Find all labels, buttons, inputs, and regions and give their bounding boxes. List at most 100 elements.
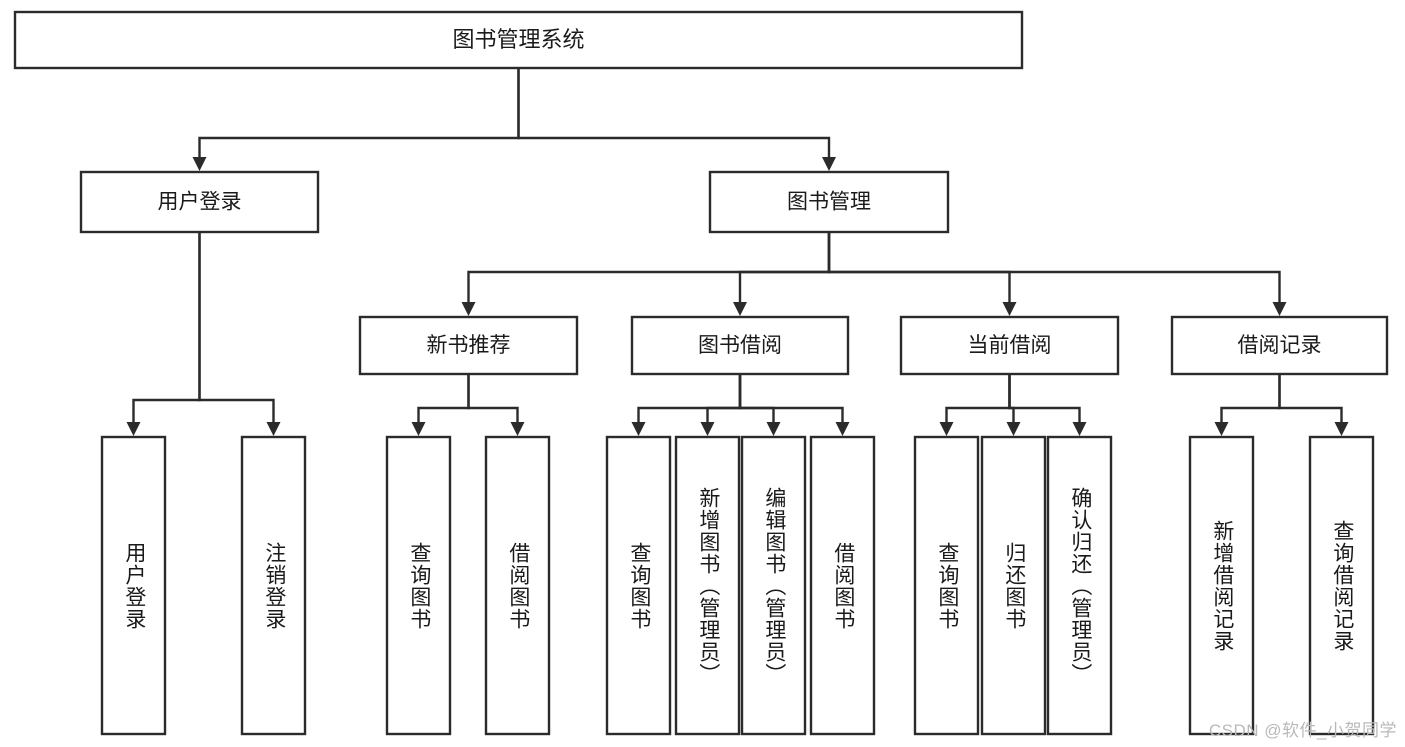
node-box[interactable] (809, 435, 876, 736)
node-box[interactable] (79, 170, 320, 234)
arrow-head-icon (766, 422, 781, 436)
connector-line (1278, 374, 1343, 424)
node-box[interactable] (708, 170, 950, 234)
connector-edge-bookmanage-newbook (461, 232, 831, 316)
node-label: 图书借阅 (698, 334, 782, 357)
connector-edge-bookmanage-currentborrow (827, 232, 1017, 316)
connector-edge-root-bookmanage (517, 68, 836, 171)
connector-layer (126, 68, 1349, 436)
node-book-manage[interactable]: 图书管理 (708, 170, 950, 234)
node-leaf-add-book[interactable] (674, 435, 741, 736)
connector-edge-bookmanage-borrowrecord (827, 232, 1287, 316)
node-leaf-query-book-rec[interactable] (385, 435, 452, 736)
arrow-head-icon (461, 302, 476, 316)
connector-line (417, 374, 470, 424)
node-box[interactable] (484, 435, 551, 736)
connector-line (198, 232, 275, 424)
arrow-head-icon (192, 157, 207, 171)
arrow-head-icon (510, 422, 525, 436)
connector-line (467, 232, 831, 304)
connector-edge-bookmanage-bookborrow (733, 232, 831, 316)
node-box[interactable] (913, 435, 980, 736)
node-new-book-rec[interactable]: 新书推荐 (358, 315, 579, 376)
connector-line (1220, 374, 1281, 424)
node-leaf-query-book-cur[interactable] (913, 435, 980, 736)
connector-line (132, 232, 201, 424)
node-leaf-logout[interactable] (240, 435, 307, 736)
node-box[interactable] (1046, 435, 1113, 736)
arrow-head-icon (266, 422, 281, 436)
node-leaf-query-record[interactable] (1308, 435, 1375, 736)
connector-line (467, 374, 519, 424)
connector-line (945, 374, 1011, 424)
arrow-head-icon (1334, 422, 1349, 436)
connector-line (198, 68, 520, 159)
connector-edge-root-userlogin (192, 68, 520, 171)
connector-line (517, 68, 831, 159)
node-leaf-confirm-return[interactable] (1046, 435, 1113, 736)
connector-line (827, 232, 1281, 304)
connector-edge-userlogin-leaf1 (126, 232, 201, 436)
node-box[interactable] (1308, 435, 1375, 736)
watermark: CSDN @软件_小贺同学 (1208, 721, 1397, 740)
node-box[interactable] (385, 435, 452, 736)
arrow-head-icon (835, 422, 850, 436)
arrow-head-icon (411, 422, 426, 436)
node-box[interactable] (240, 435, 307, 736)
connector-edge-bookborrow-leaf3 (738, 374, 781, 436)
node-leaf-user-login[interactable] (100, 435, 167, 736)
arrow-head-icon (1002, 302, 1017, 316)
arrow-head-icon (733, 302, 747, 316)
node-label: 当前借阅 (968, 334, 1052, 357)
node-box[interactable] (899, 315, 1120, 376)
connector-edge-newbook-leaf1 (411, 374, 470, 436)
arrow-head-icon (1072, 422, 1087, 436)
connector-line (637, 374, 742, 424)
arrow-head-icon (1214, 422, 1229, 436)
node-leaf-borrow-book-rec[interactable] (484, 435, 551, 736)
node-label: 图书管理系统 (452, 27, 584, 52)
node-leaf-query-book[interactable] (605, 435, 672, 736)
node-leaf-edit-book[interactable] (740, 435, 807, 736)
node-leaf-return-book[interactable] (980, 435, 1047, 736)
node-leaf-add-record[interactable] (1188, 435, 1255, 736)
arrow-head-icon (1272, 302, 1287, 316)
arrow-head-icon (822, 157, 836, 171)
node-box[interactable] (100, 435, 167, 736)
connector-line (738, 374, 775, 424)
node-box[interactable] (358, 315, 579, 376)
arrow-head-icon (1006, 422, 1021, 436)
node-box[interactable] (630, 315, 850, 376)
connector-edge-userlogin-leaf2 (198, 232, 281, 436)
connector-line (738, 232, 831, 304)
node-borrow-record[interactable]: 借阅记录 (1170, 315, 1389, 376)
node-label: 借阅记录 (1238, 334, 1322, 357)
node-current-borrow[interactable]: 当前借阅 (899, 315, 1120, 376)
node-box[interactable] (740, 435, 807, 736)
arrow-head-icon (700, 422, 715, 436)
node-box[interactable] (1188, 435, 1255, 736)
node-leaf-borrow-book[interactable] (809, 435, 876, 736)
connector-edge-bookborrow-leaf4 (738, 374, 850, 436)
node-box[interactable] (674, 435, 741, 736)
node-box[interactable] (13, 10, 1024, 70)
connector-line (827, 232, 1011, 304)
node-user-login[interactable]: 用户登录 (79, 170, 320, 234)
connector-edge-currentborrow-leaf3 (1008, 374, 1087, 436)
connector-line (738, 374, 844, 424)
arrow-head-icon (126, 422, 141, 436)
node-label: 图书管理 (787, 191, 871, 214)
node-root[interactable]: 图书管理系统 (13, 10, 1024, 70)
node-label: 用户登录 (158, 191, 242, 214)
node-box[interactable] (605, 435, 672, 736)
node-box[interactable] (980, 435, 1047, 736)
connector-edge-bookborrow-leaf1 (631, 374, 742, 436)
connector-line (1008, 374, 1081, 424)
node-book-borrow[interactable]: 图书借阅 (630, 315, 850, 376)
arrow-head-icon (939, 422, 954, 436)
connector-edge-newbook-leaf2 (467, 374, 525, 436)
node-box[interactable] (1170, 315, 1389, 376)
